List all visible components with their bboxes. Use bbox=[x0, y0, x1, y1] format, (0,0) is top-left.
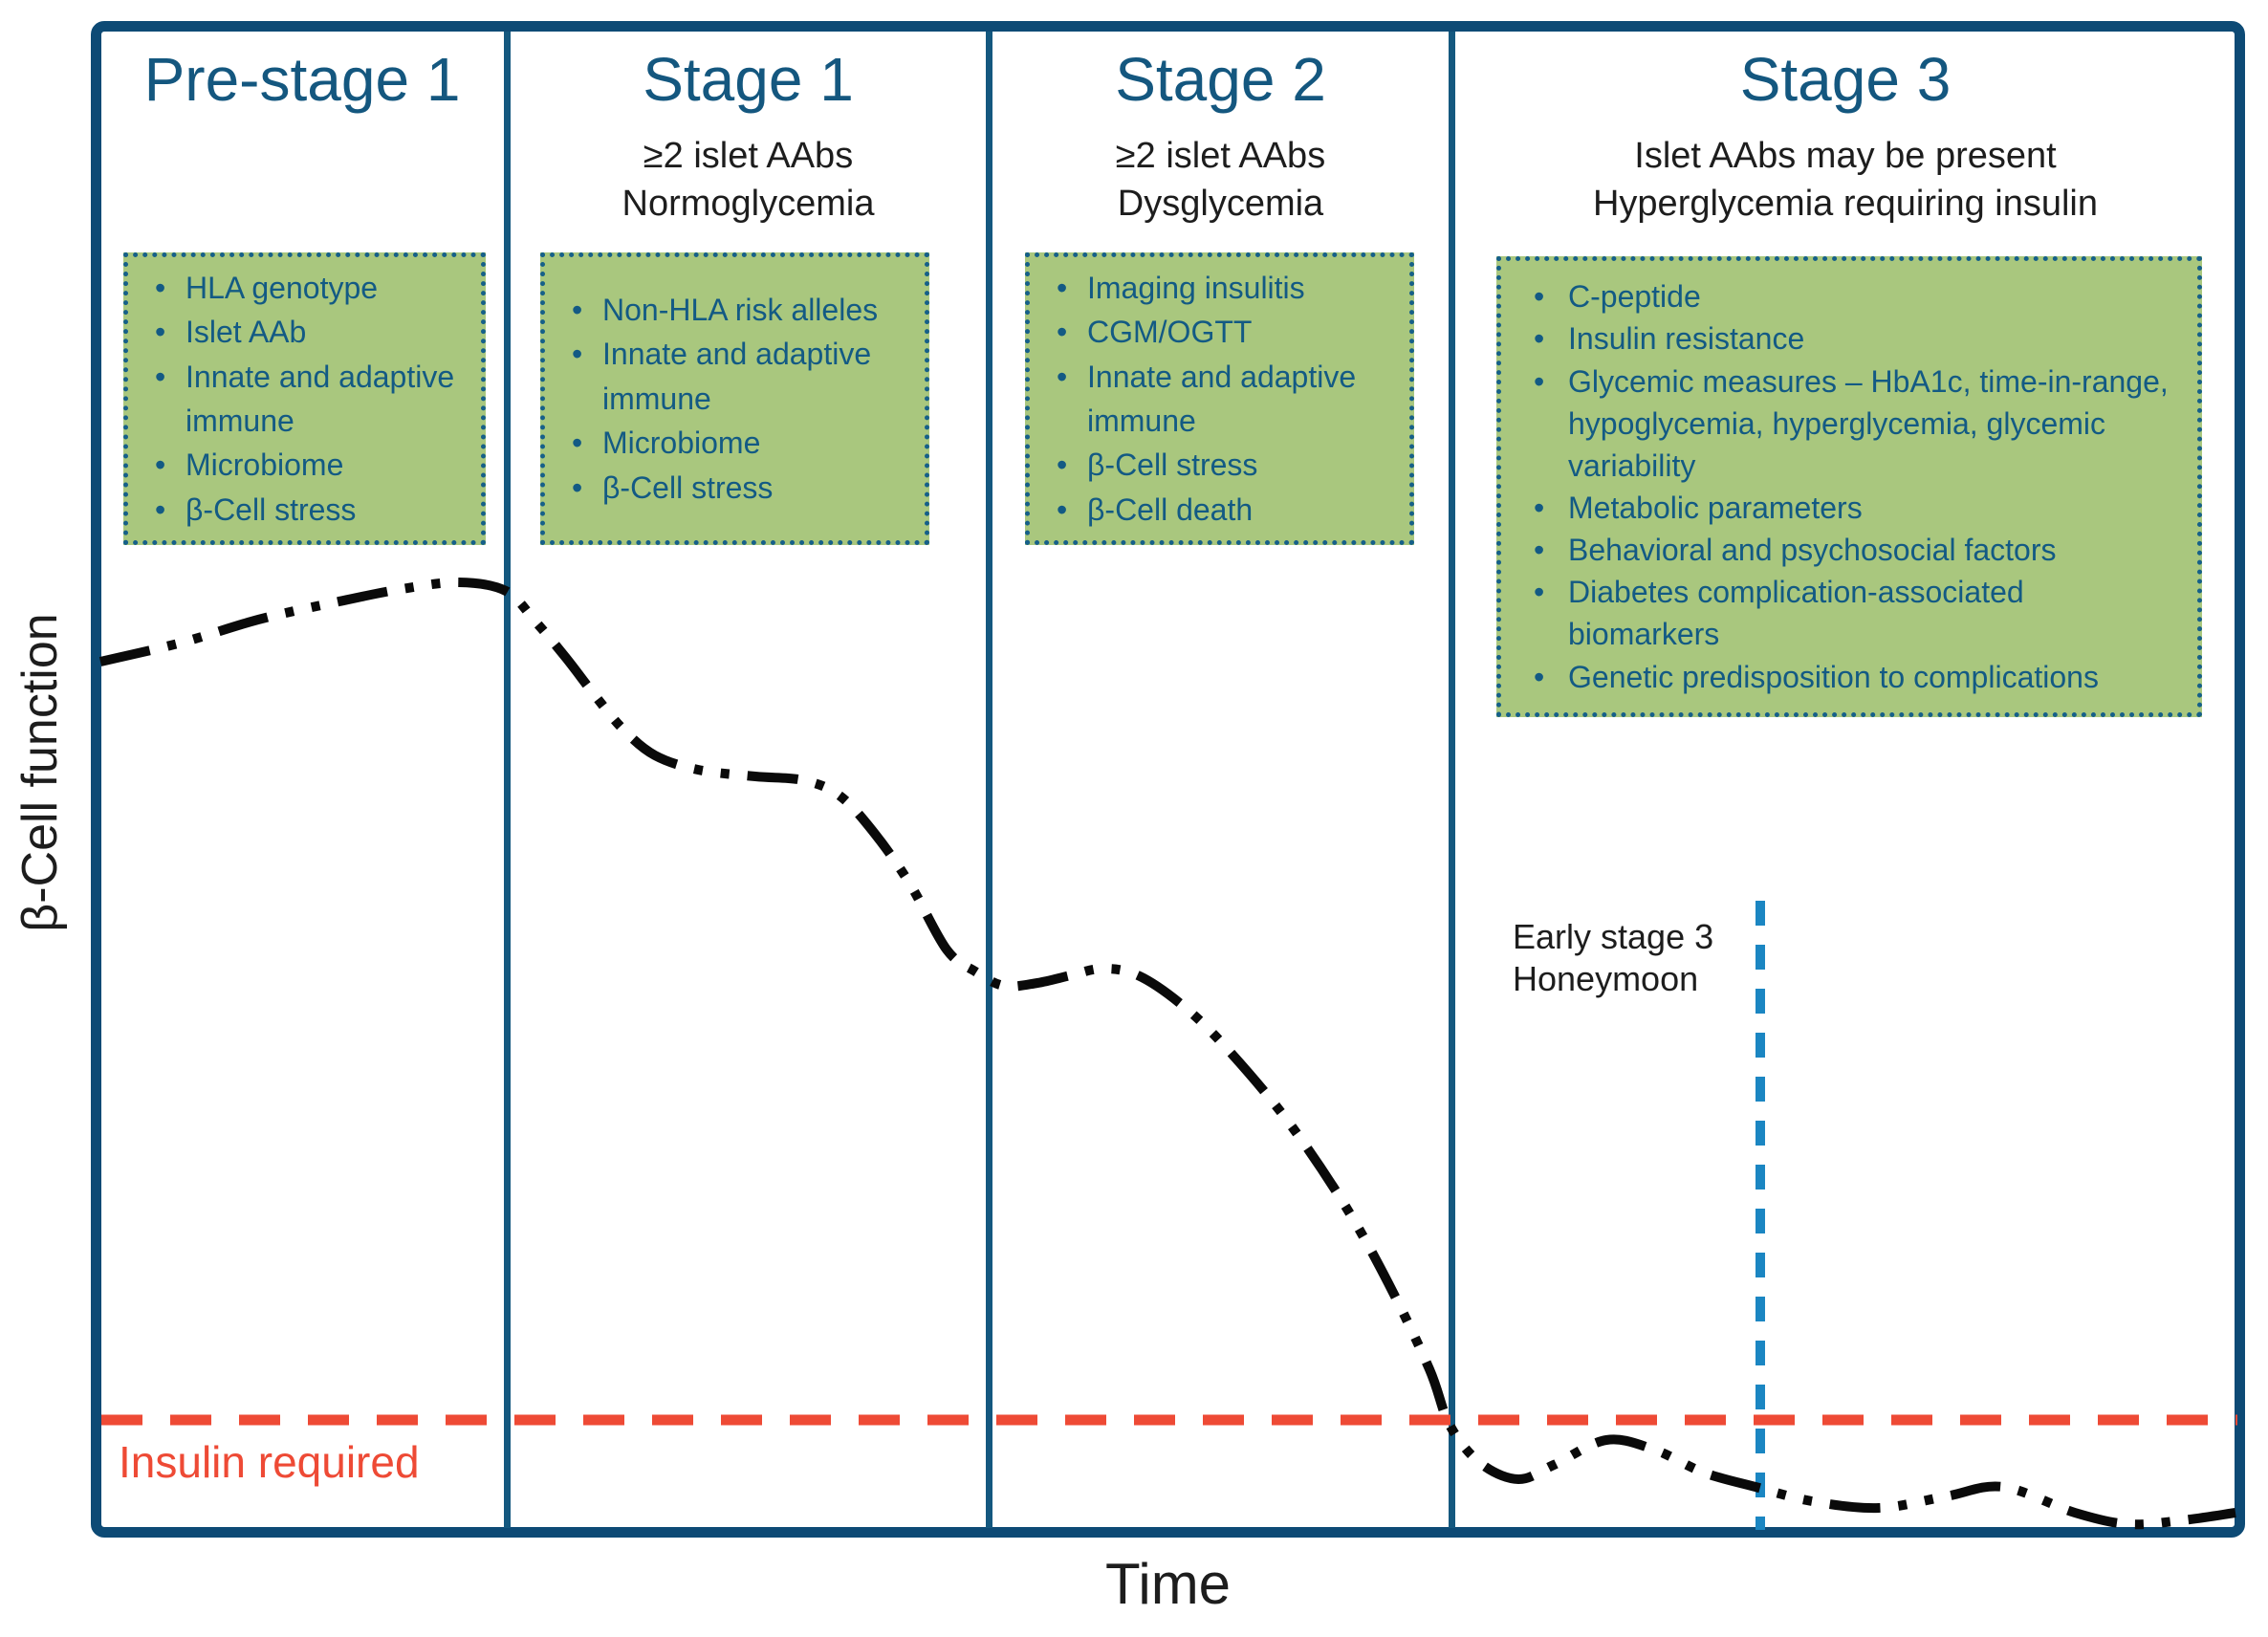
stage-title-stage1: Stage 1 bbox=[643, 45, 854, 114]
bullet-item: β-Cell stress bbox=[558, 466, 907, 511]
bullet-item: β-Cell stress bbox=[142, 488, 464, 533]
stage1-bullet-list: Non-HLA risk allelesInnate and adaptive … bbox=[545, 282, 925, 515]
bullet-item: Insulin resistance bbox=[1520, 317, 2174, 360]
stage3-subtitle-line2: Hyperglycemia requiring insulin bbox=[1592, 184, 2098, 225]
stage3-subtitle: Islet AAbs may be present Hyperglycemia … bbox=[1455, 132, 2235, 228]
stage2-subtitle-line2: Dysglycemia bbox=[1117, 184, 1324, 225]
insulin-required-label: Insulin required bbox=[119, 1437, 420, 1487]
y-axis-label: β-Cell function bbox=[12, 613, 68, 932]
stage-title-stage2: Stage 2 bbox=[1115, 45, 1326, 114]
honeymoon-annotation: Early stage 3 Honeymoon bbox=[1513, 916, 1713, 1000]
bullet-item: CGM/OGTT bbox=[1043, 310, 1392, 355]
bullet-item: C-peptide bbox=[1520, 275, 2174, 317]
bullet-item: Genetic predisposition to complications bbox=[1520, 656, 2174, 698]
prestage1-bullet-list: HLA genotypeIslet AAbInnate and adaptive… bbox=[128, 260, 481, 537]
bullet-item: Islet AAb bbox=[142, 310, 464, 355]
bullet-item: β-Cell stress bbox=[1043, 443, 1392, 488]
stage2-subtitle: ≥2 islet AAbs Dysglycemia bbox=[992, 132, 1449, 228]
bullet-item: HLA genotype bbox=[142, 266, 464, 311]
x-axis-label: Time bbox=[1104, 1552, 1232, 1616]
bullet-item: Glycemic measures – HbA1c, time-in-range… bbox=[1520, 360, 2174, 487]
stage2-bullet-list: Imaging insulitisCGM/OGTTInnate and adap… bbox=[1030, 260, 1409, 537]
prestage1-biomarker-box: HLA genotypeIslet AAbInnate and adaptive… bbox=[123, 252, 486, 545]
bullet-item: β-Cell death bbox=[1043, 488, 1392, 533]
bullet-item: Innate and adaptive immune bbox=[558, 332, 907, 421]
honeymoon-annotation-line1: Early stage 3 bbox=[1513, 917, 1714, 956]
stage3-subtitle-line1: Islet AAbs may be present bbox=[1634, 136, 2057, 176]
stage-divider-2 bbox=[986, 32, 992, 1528]
stage2-biomarker-box: Imaging insulitisCGM/OGTTInnate and adap… bbox=[1025, 252, 1414, 545]
bullet-item: Microbiome bbox=[142, 443, 464, 488]
bullet-item: Innate and adaptive immune bbox=[1043, 355, 1392, 444]
stage-title-stage3: Stage 3 bbox=[1739, 45, 1952, 114]
stage1-subtitle-line2: Normoglycemia bbox=[622, 184, 875, 225]
bullet-item: Microbiome bbox=[558, 421, 907, 466]
bullet-item: Diabetes complication-associated biomark… bbox=[1520, 571, 2174, 655]
stage1-biomarker-box: Non-HLA risk allelesInnate and adaptive … bbox=[540, 252, 929, 545]
stage-divider-1 bbox=[504, 32, 511, 1528]
plot-border bbox=[91, 21, 2245, 1538]
bullet-item: Imaging insulitis bbox=[1043, 266, 1392, 311]
honeymoon-annotation-line2: Honeymoon bbox=[1513, 958, 1699, 998]
stage1-subtitle-line1: ≥2 islet AAbs bbox=[643, 136, 854, 176]
bullet-item: Non-HLA risk alleles bbox=[558, 288, 907, 333]
stage2-subtitle-line1: ≥2 islet AAbs bbox=[1115, 136, 1326, 176]
stage-divider-3 bbox=[1449, 32, 1455, 1528]
stage3-biomarker-box: C-peptideInsulin resistanceGlycemic meas… bbox=[1496, 256, 2202, 717]
stage1-subtitle: ≥2 islet AAbs Normoglycemia bbox=[511, 132, 986, 228]
stage-title-prestage1: Pre-stage 1 bbox=[143, 45, 461, 114]
bullet-item: Innate and adaptive immune bbox=[142, 355, 464, 444]
stage3-bullet-list: C-peptideInsulin resistanceGlycemic meas… bbox=[1501, 270, 2197, 704]
bullet-item: Behavioral and psychosocial factors bbox=[1520, 529, 2174, 571]
bullet-item: Metabolic parameters bbox=[1520, 487, 2174, 529]
